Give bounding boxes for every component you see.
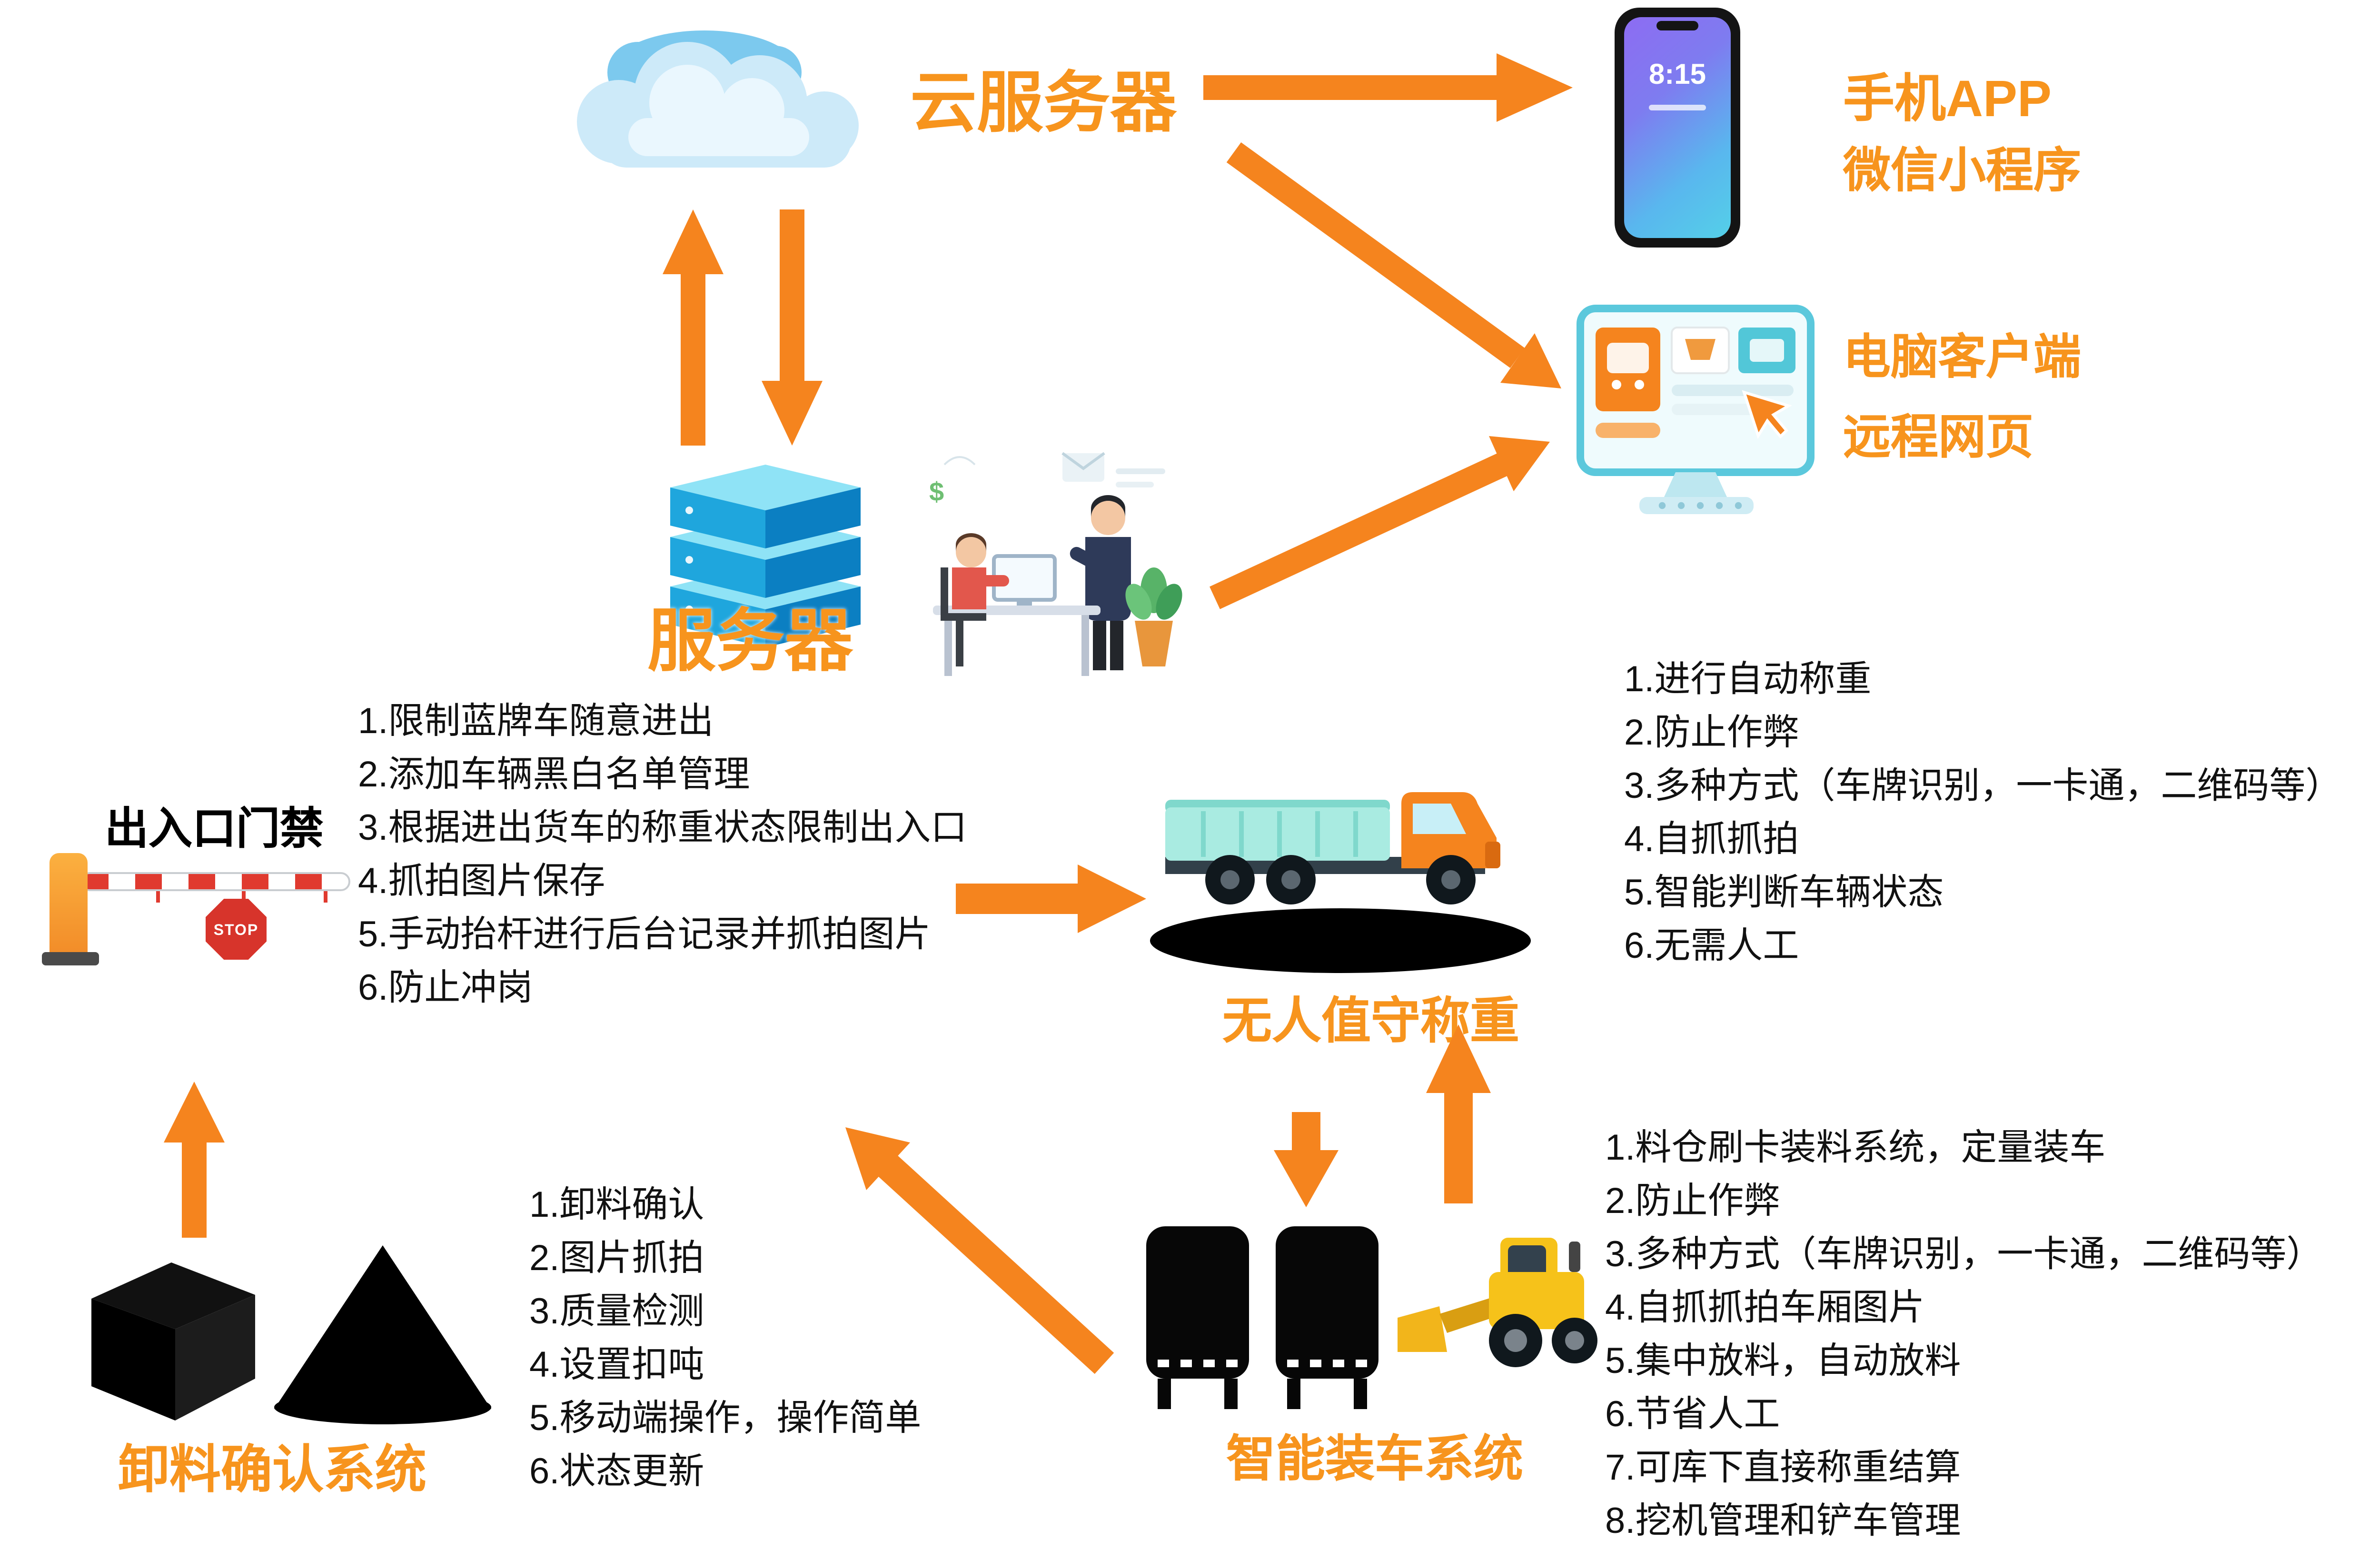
server-stack-icon — [670, 465, 861, 647]
barrier-post — [50, 853, 88, 956]
unloading-feature-item: 3.质量检测 — [529, 1293, 704, 1333]
unloading-feature-item: 5.移动端操作，操作简单 — [529, 1400, 922, 1440]
cloud-icon — [577, 30, 859, 168]
weighing-feature-item: 6.无需人工 — [1624, 927, 1799, 967]
weighing-feature-item: 1.进行自动称重 — [1624, 661, 1872, 701]
loading-feature-list: 1.料仓刷卡装料系统，定量装车 2.防止作弊 3.多种方式（车牌识别，一卡通，二维码… — [1605, 1123, 2322, 1550]
barrier-tick — [156, 891, 160, 903]
gate-feature-item: 2.添加车辆黑白名单管理 — [358, 756, 750, 796]
office-people-illustration — [933, 452, 1182, 676]
cursor-arrow-icon — [1742, 390, 1792, 439]
barrier-arm — [80, 872, 350, 891]
unloading-feature-item: 4.设置扣吨 — [529, 1346, 704, 1386]
gate-feature-item: 3.根据进出货车的称重状态限制出入口 — [358, 809, 967, 849]
phone-screen: 8:15 — [1624, 17, 1731, 238]
stop-sign-icon: STOP — [206, 899, 267, 960]
barrier-tick — [242, 891, 246, 903]
gate-title: 出入口门禁 — [105, 804, 324, 853]
arrow-silo-to-weighing-diagonal — [845, 1127, 1114, 1374]
arrow-gate-to-weighbridge — [956, 864, 1146, 933]
arrow-weighbridge-to-silo-down — [1274, 1112, 1339, 1207]
weighing-title: 无人值守称重 — [1222, 992, 1520, 1049]
weighing-feature-item: 2.防止作弊 — [1624, 714, 1799, 754]
weighing-feature-item: 4.自抓抓拍 — [1624, 821, 1799, 861]
loading-feature-item: 7.可库下直接称重结算 — [1605, 1449, 1961, 1489]
arrow-server-to-cloud-up — [663, 209, 724, 446]
arrow-silo-to-weighbridge-up — [1426, 1024, 1491, 1203]
barrier-gate-icon: STOP — [42, 849, 366, 967]
arrow-cloud-to-phone — [1203, 53, 1573, 122]
unloading-feature-item: 2.图片抓拍 — [529, 1240, 704, 1280]
unloading-feature-item: 1.卸料确认 — [529, 1186, 704, 1226]
material-cube-icon — [91, 1262, 255, 1421]
barrier-tick — [324, 891, 327, 903]
arrow-cloud-to-computer — [1226, 142, 1561, 388]
weighing-feature-list: 1.进行自动称重 2.防止作弊 3.多种方式（车牌识别，一卡通，二维码等） 4.自抓抓… — [1624, 655, 2341, 975]
loading-feature-item: 5.集中放料，自动放料 — [1605, 1342, 1961, 1382]
cloud-server-label: 云服务器 — [910, 67, 1177, 141]
wheel-loader-icon — [1398, 1238, 1597, 1367]
loading-title: 智能装车系统 — [1226, 1430, 1524, 1487]
server-label: 服务器 — [647, 602, 853, 680]
pc-client-label: 电脑客户端 — [1843, 331, 2082, 385]
silo-icons — [1146, 1226, 1378, 1409]
unloading-feature-item: 6.状态更新 — [529, 1453, 704, 1493]
smartphone-icon: 8:15 — [1615, 8, 1740, 248]
phone-notch — [1656, 21, 1698, 30]
arrow-unloading-up — [164, 1082, 225, 1238]
gate-feature-item: 5.手动抬杆进行后台记录并抓拍图片 — [358, 916, 931, 956]
mobile-app-label: 手机APP — [1843, 70, 2052, 128]
truck-weighbridge-icon — [1150, 792, 1531, 973]
desktop-monitor-icon — [1577, 305, 1815, 514]
gate-feature-list: 1.限制蓝牌车随意进出 2.添加车辆黑白名单管理 3.根据进出货车的称重状态限制出入… — [358, 697, 967, 1017]
arrow-cloud-to-server-down — [762, 209, 823, 446]
unloading-feature-list: 1.卸料确认 2.图片抓拍 3.质量检测 4.设置扣吨 5.移动端操作，操作简单 6.状态… — [529, 1181, 921, 1500]
material-pile-icon — [274, 1245, 491, 1424]
unloading-title: 卸料确认系统 — [118, 1441, 426, 1499]
gate-feature-item: 4.抓拍图片保存 — [358, 863, 605, 903]
loading-feature-item: 4.自抓抓拍车厢图片 — [1605, 1289, 1925, 1329]
phone-date-line — [1649, 105, 1706, 110]
loading-feature-item: 6.节省人工 — [1605, 1396, 1780, 1436]
weighing-feature-item: 5.智能判断车辆状态 — [1624, 874, 1944, 914]
phone-clock: 8:15 — [1648, 59, 1706, 91]
wechat-miniprogram-label: 微信小程序 — [1843, 145, 2082, 198]
loading-feature-item: 2.防止作弊 — [1605, 1182, 1780, 1222]
dollar-sign-decor: $ — [929, 476, 944, 507]
loading-feature-item: 3.多种方式（车牌识别，一卡通，二维码等） — [1605, 1236, 2323, 1276]
gate-feature-item: 6.防止冲岗 — [358, 969, 533, 1009]
weighing-feature-item: 3.多种方式（车牌识别，一卡通，二维码等） — [1624, 767, 2342, 807]
remote-web-label: 远程网页 — [1843, 411, 2034, 465]
loading-feature-item: 1.料仓刷卡装料系统，定量装车 — [1605, 1129, 2106, 1169]
loading-feature-item: 8.挖机管理和铲车管理 — [1605, 1502, 1961, 1542]
barrier-base — [42, 952, 99, 965]
stop-sign-text: STOP — [213, 921, 259, 938]
gate-feature-item: 1.限制蓝牌车随意进出 — [358, 703, 714, 743]
arrow-server-to-computer — [1210, 436, 1550, 609]
